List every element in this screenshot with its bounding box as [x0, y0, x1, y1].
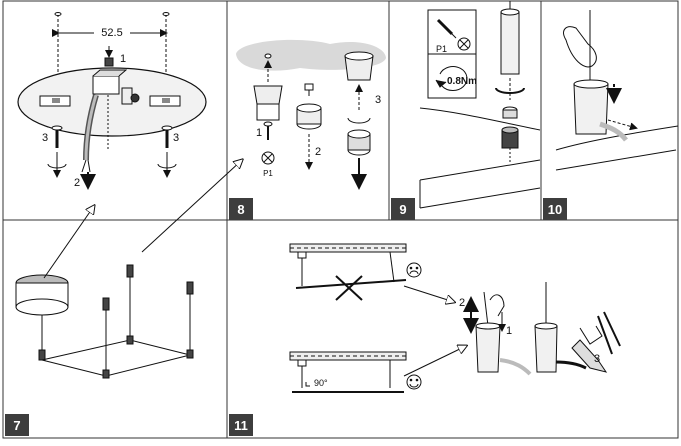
callout-2: 2 [74, 177, 80, 189]
callout-1: 1 [256, 127, 262, 139]
panel-step-9 [419, 1, 541, 209]
callout-3-left: 3 [42, 132, 48, 144]
step-badge-8: 8 [229, 198, 253, 220]
torque-label: 0.8Nm [447, 76, 477, 87]
pliers-icon [571, 311, 621, 373]
step-badge-7: 7 [5, 414, 29, 436]
panel-step-8 [236, 39, 386, 190]
panel-grid [2, 0, 679, 439]
callout-3: 3 [594, 353, 600, 365]
step-badge-9: 9 [391, 198, 415, 220]
callout-3: 3 [375, 94, 381, 106]
panel-step-11 [289, 243, 621, 393]
callout-2: 2 [315, 146, 321, 158]
dimension-label: 52.5 [101, 27, 122, 39]
panel-step-10 [555, 10, 679, 171]
label-p1: P1 [436, 44, 447, 54]
callout-3-right: 3 [173, 132, 179, 144]
step-badge-11: 11 [229, 414, 253, 436]
sad-face-icon [406, 262, 422, 278]
screwdriver-icon [436, 18, 457, 39]
label-p1: P1 [263, 169, 273, 178]
callout-1: 1 [506, 325, 512, 337]
happy-face-icon [406, 374, 422, 390]
no-tool-icon [457, 37, 471, 51]
cross-icon [335, 275, 363, 301]
panel-step-7 [15, 160, 242, 379]
callout-1: 1 [120, 53, 126, 65]
callout-2: 2 [459, 297, 465, 309]
rotate-icon [435, 66, 468, 92]
step-badge-10: 10 [543, 198, 567, 220]
angle-label: 90° [314, 378, 328, 388]
panel-canopy-mount [17, 12, 207, 190]
